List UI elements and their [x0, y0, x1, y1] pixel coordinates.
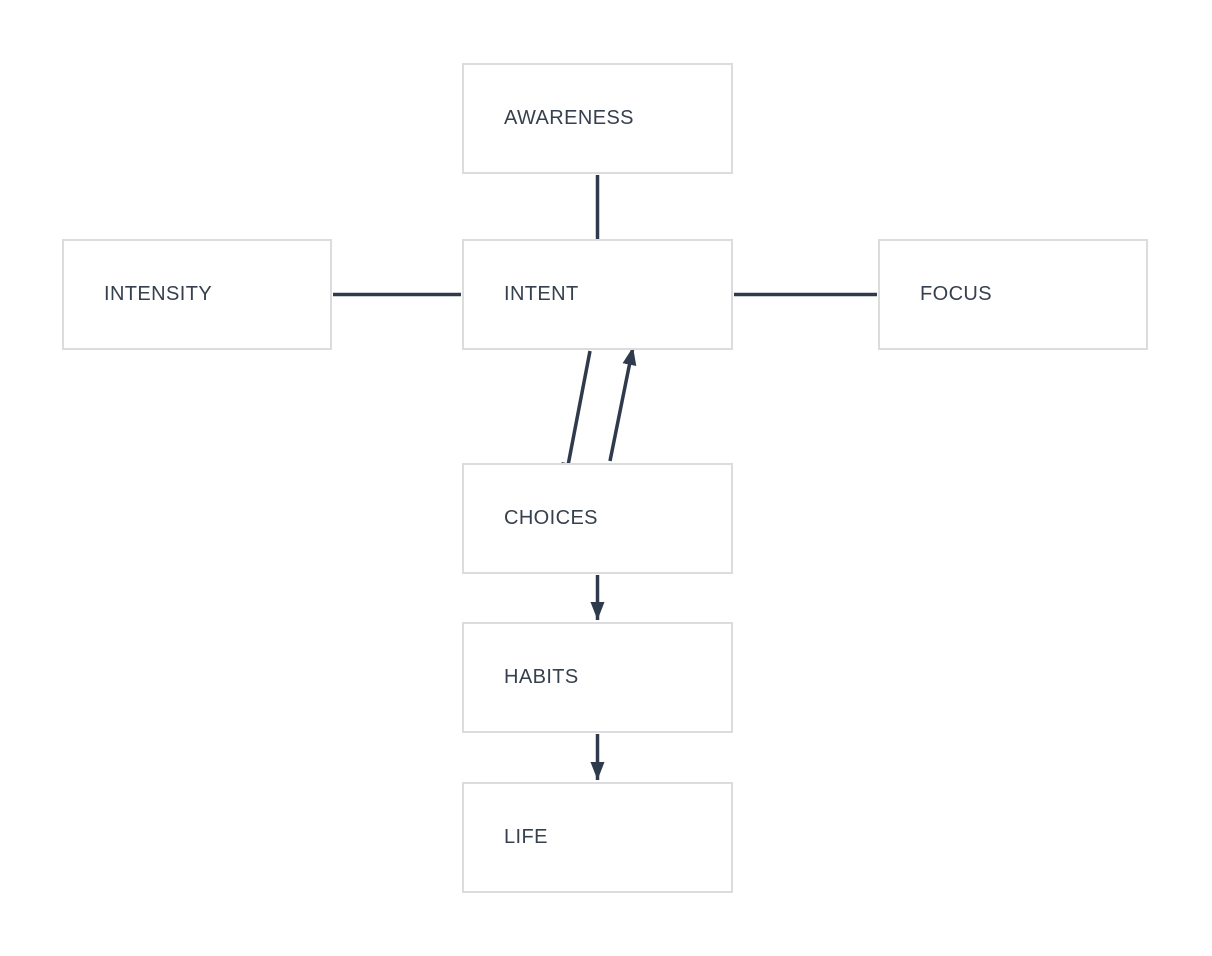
edge-intent-choices[interactable]	[561, 350, 592, 482]
node-choices[interactable]: CHOICES	[462, 463, 733, 574]
node-intent[interactable]: INTENT	[462, 239, 733, 350]
node-awareness[interactable]: AWARENESS	[462, 63, 733, 174]
node-intensity-label: INTENSITY	[104, 283, 213, 305]
node-habits[interactable]: HABITS	[462, 622, 733, 733]
node-intensity[interactable]: INTENSITY	[62, 239, 332, 350]
node-focus[interactable]: FOCUS	[878, 239, 1148, 350]
node-life-label: LIFE	[504, 826, 548, 848]
node-habits-label: HABITS	[504, 666, 579, 688]
node-focus-label: FOCUS	[920, 283, 992, 305]
node-awareness-label: AWARENESS	[504, 107, 634, 129]
node-choices-label: CHOICES	[504, 507, 598, 529]
edge-choices-intent[interactable]	[608, 346, 637, 462]
node-life[interactable]: LIFE	[462, 782, 733, 893]
node-intent-label: INTENT	[504, 283, 579, 305]
